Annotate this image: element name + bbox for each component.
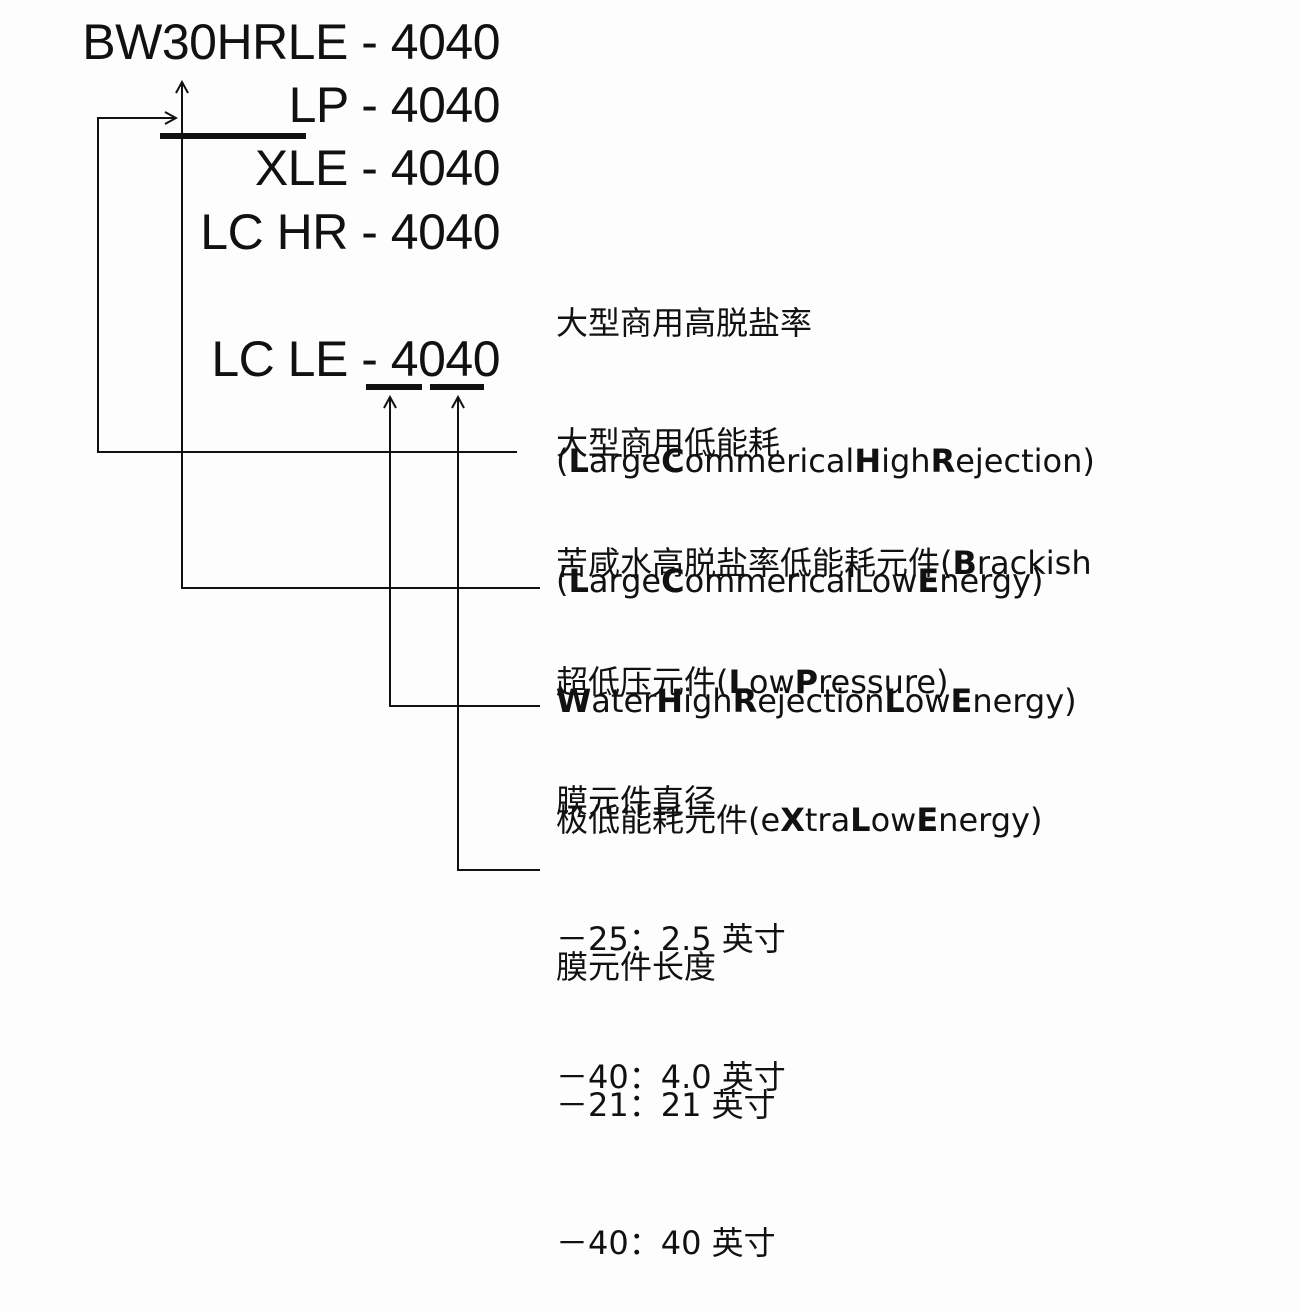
diameter-item: －25：2.5 英寸 <box>556 920 786 958</box>
lc-hr-zh: 大型商用高脱盐率 <box>556 304 813 342</box>
bw-line2: WaterHighRejectionLowEnergy) <box>556 682 1077 720</box>
model-bw30hrle: BW30HRLE - 4040 <box>82 14 500 70</box>
model-lc-le: LC LE - 4040 <box>211 331 500 387</box>
length-item: －21：21 英寸 <box>556 1086 776 1124</box>
bw-line1: 苦咸水高脱盐率低能耗元件(Brackish <box>556 544 1092 582</box>
model-lc-hr: LC HR - 4040 <box>200 204 500 260</box>
diameter-connector <box>390 397 540 707</box>
model-lp: LP - 4040 <box>288 77 501 133</box>
length-description: 膜元件长度 －21：21 英寸 －40：40 英寸 <box>556 852 776 1312</box>
lc-hr-description: 大型商用高脱盐率 (LargeCommericalHighRejection) <box>556 208 1095 530</box>
lp-xle-connector <box>182 82 540 589</box>
bw-description: 苦咸水高脱盐率低能耗元件(Brackish WaterHighRejection… <box>556 448 1092 770</box>
diameter-title: 膜元件直径 <box>556 782 717 820</box>
bw-connector <box>97 118 517 453</box>
length-title: 膜元件长度 <box>556 948 717 986</box>
model-xle: XLE - 4040 <box>254 140 501 196</box>
lp-xle-description: 超低压元件(LowPressure) 极低能耗元件(eXtraLowEnergy… <box>556 567 1042 889</box>
lc-le-en: (LargeCommericalLowEnergy) <box>556 562 1044 600</box>
lp-line: 超低压元件(LowPressure) <box>556 663 949 701</box>
length-connector <box>458 397 540 871</box>
xle-line: 极低能耗元件(eXtraLowEnergy) <box>556 801 1043 839</box>
lc-hr-en: (LargeCommericalHighRejection) <box>556 442 1095 480</box>
length-item: －40：40 英寸 <box>556 1224 776 1262</box>
lc-le-zh: 大型商用低能耗 <box>556 424 781 462</box>
lc-le-description: 大型商用低能耗 (LargeCommericalLowEnergy) <box>556 328 1043 650</box>
connector-lines <box>97 0 540 871</box>
